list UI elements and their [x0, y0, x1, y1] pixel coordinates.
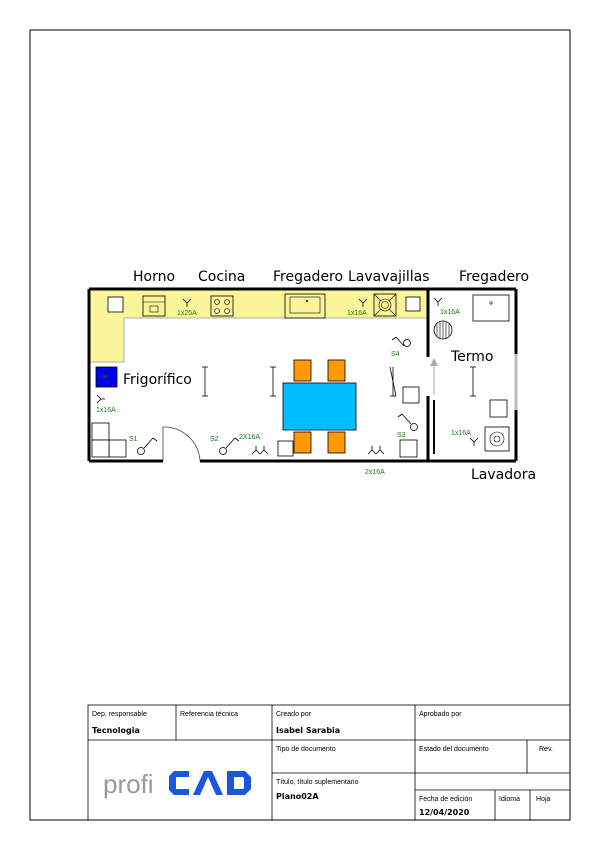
chairs	[293, 359, 346, 454]
switch-label-s2: S2	[210, 436, 219, 443]
label-cocina: Cocina	[198, 269, 245, 285]
tb-titulo-label: Título, título suplementario	[276, 779, 359, 786]
svg-text:profi: profi	[103, 769, 154, 799]
cabinet-7	[402, 386, 420, 404]
label-fregadero-kitchen: Fregadero	[273, 269, 343, 285]
socket-label-lavavajillas: 1x16A	[347, 310, 367, 317]
label-frigorifico: Frigorífico	[123, 372, 192, 388]
label-lavadora: Lavadora	[471, 467, 536, 483]
label-fregadero-utility: Fregadero	[459, 269, 529, 285]
title-block	[87, 704, 571, 821]
dishwasher	[373, 293, 397, 317]
tb-idioma-label: Idioma	[499, 796, 520, 803]
tb-hoja-label: Hoja	[536, 796, 551, 803]
washing-machine	[484, 426, 510, 452]
switch-label-s1: S1	[129, 436, 138, 443]
tb-tipo-label: Tipo de documento	[276, 746, 336, 753]
tb-fecha-label: Fecha de edición	[419, 796, 472, 803]
tb-ref-label: Referencia técnica	[180, 711, 238, 718]
sockets	[96, 297, 479, 455]
switch-label-s3: S3	[397, 432, 406, 439]
cabinet-5	[91, 439, 110, 458]
label-termo: Termo	[450, 349, 494, 365]
socket-label-bottom: 2x16A	[365, 469, 385, 476]
switch-label-s4: S4	[391, 351, 400, 358]
cabinet-9	[489, 399, 508, 418]
socket-label-termo: 1x16A	[440, 309, 460, 316]
utility-sink	[472, 294, 510, 322]
socket-label-frigorifico: 1x16A	[96, 407, 116, 414]
cabinet-8	[399, 439, 418, 458]
kitchen-sink	[284, 293, 326, 319]
socket-label-s2: 2X16A	[239, 434, 260, 441]
light-fixtures	[202, 366, 476, 397]
label-horno: Horno	[133, 269, 175, 285]
switches	[137, 336, 418, 455]
socket-label-lavadora: 1x16A	[451, 430, 471, 437]
socket-label-cocina: 1x25A	[177, 310, 197, 317]
tb-dep-value: Tecnologia	[92, 726, 140, 735]
tb-creado-value: Isabel Sarabia	[276, 726, 340, 735]
cabinet-6	[277, 440, 294, 457]
water-heater	[433, 320, 453, 340]
cabinet-1	[107, 296, 124, 313]
cabinet-2	[405, 296, 421, 312]
utility-sink-drain	[489, 301, 493, 305]
label-lavavajillas: Lavavajillas	[348, 269, 430, 285]
tb-estado-label: Estado del documento	[419, 746, 489, 753]
hob	[210, 295, 234, 317]
tb-rev-label: Rev.	[539, 746, 553, 753]
tb-dep-label: Dep. responsable	[92, 711, 147, 718]
dining-table	[282, 382, 357, 431]
tb-creado-label: Creado por	[276, 711, 312, 718]
fridge	[95, 366, 118, 388]
entrance-door	[162, 426, 201, 462]
tb-aprobado-label: Aprobado por	[419, 711, 462, 718]
cabinet-3	[91, 422, 110, 441]
oven	[142, 295, 166, 317]
walls	[87, 287, 518, 463]
tb-fecha-value: 12/04/2020	[419, 808, 470, 817]
sliding-door-arrowhead	[430, 358, 438, 366]
cabinet-4	[108, 439, 127, 458]
tb-titulo-value: Plano02A	[276, 792, 319, 801]
proficad-logo: profi	[103, 769, 251, 799]
